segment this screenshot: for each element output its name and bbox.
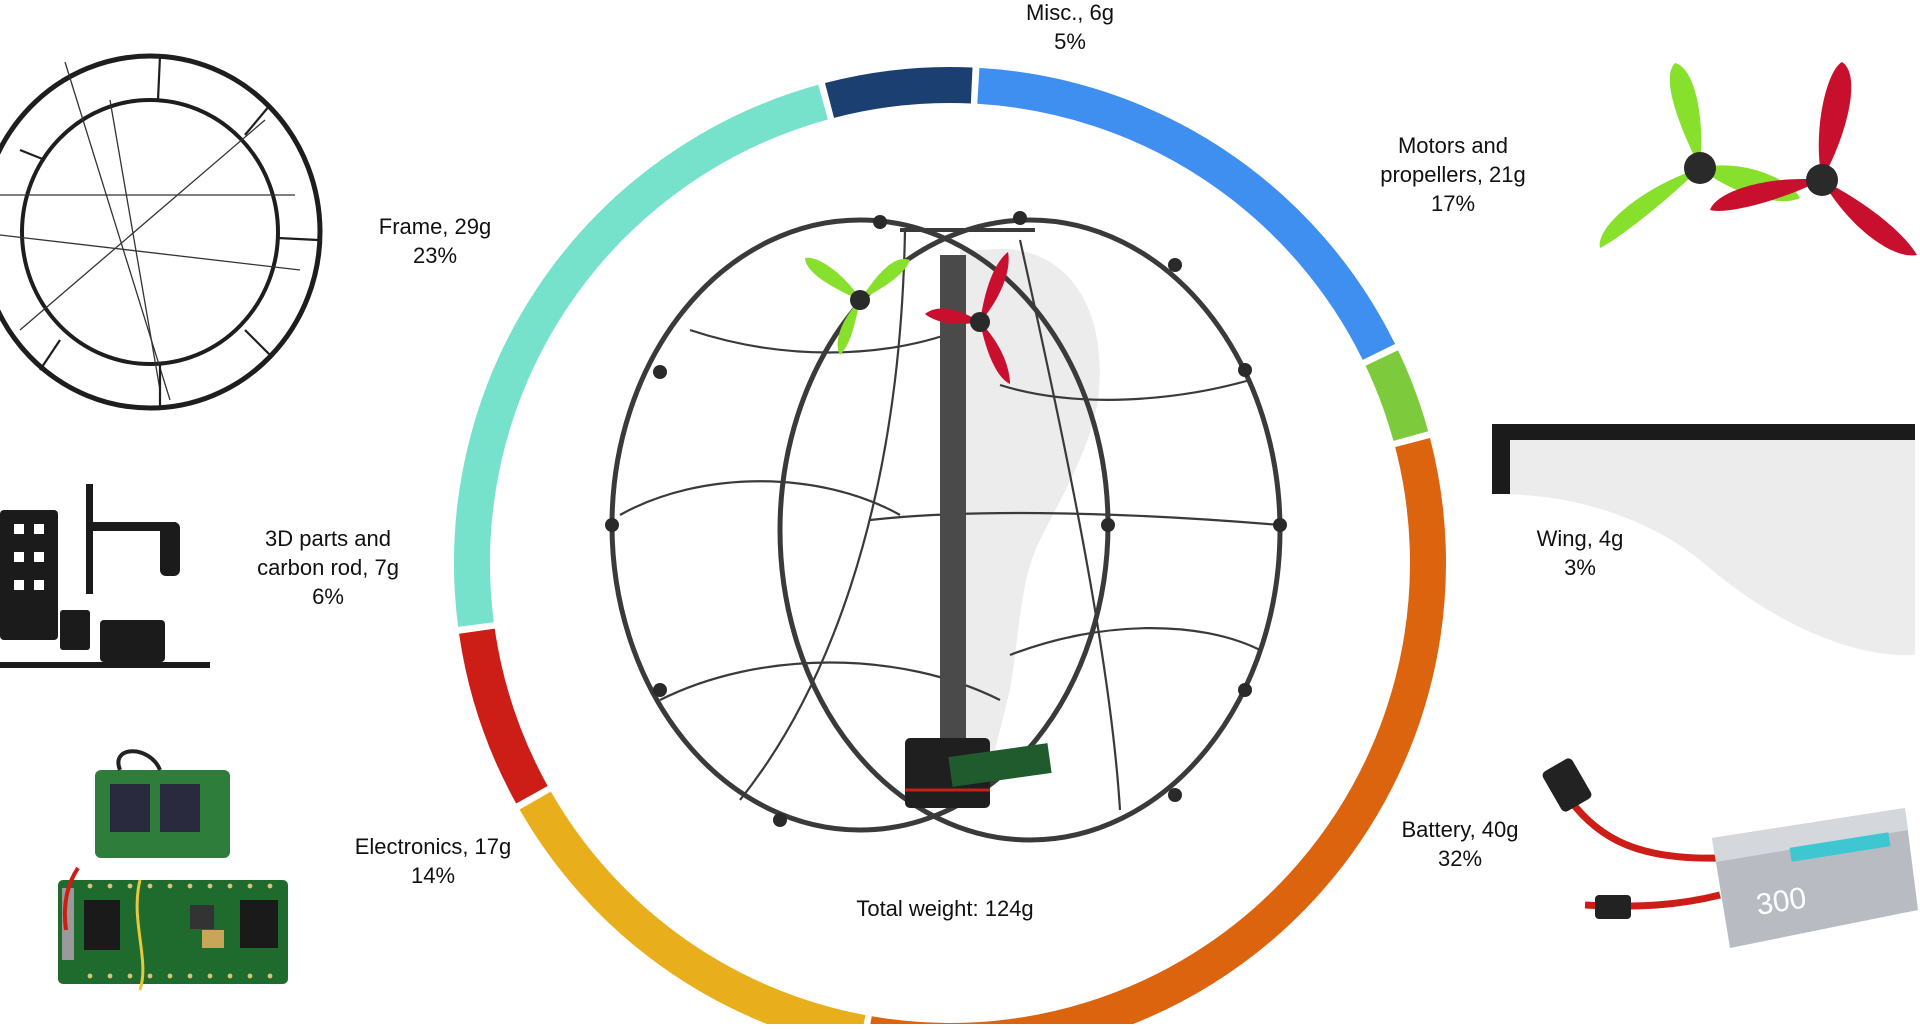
electronics-board-image bbox=[58, 749, 288, 991]
slice-percent: 3% bbox=[1564, 555, 1596, 580]
slice-percent: 6% bbox=[312, 584, 344, 609]
donut-slice-parts bbox=[459, 628, 548, 804]
slice-label-battery: Battery, 40g 32% bbox=[1330, 815, 1590, 873]
slice-percent: 32% bbox=[1437, 846, 1483, 871]
donut-slice-frame bbox=[454, 84, 828, 627]
frame-ring-image bbox=[0, 53, 323, 411]
slice-label-misc: Misc., 6g 5% bbox=[940, 0, 1200, 56]
wing-image bbox=[1492, 424, 1915, 656]
slice-label-frame: Frame, 29g 23% bbox=[305, 212, 565, 270]
slice-percent: 17% bbox=[1430, 191, 1476, 216]
slice-label-electronics: Electronics, 17g 14% bbox=[303, 832, 563, 890]
slice-label-text: Frame, 29g bbox=[378, 214, 492, 239]
slice-label-motors: Motors and propellers, 21g 17% bbox=[1323, 131, 1583, 218]
donut-slice-wing bbox=[1365, 350, 1429, 442]
printed-parts-image bbox=[0, 484, 210, 668]
donut-slice-battery bbox=[869, 437, 1446, 1029]
slice-label-text: 3D parts and bbox=[265, 526, 391, 551]
weight-donut-chart bbox=[454, 67, 1446, 1029]
slice-percent: 14% bbox=[410, 863, 456, 888]
slice-percent: 23% bbox=[412, 243, 458, 268]
total-weight-label: Total weight: 124g bbox=[856, 896, 1034, 921]
slice-label-parts: 3D parts and carbon rod, 7g 6% bbox=[198, 524, 458, 611]
slice-label-text: Battery, 40g bbox=[1401, 817, 1519, 842]
slice-label-text: Misc., 6g bbox=[1025, 0, 1115, 25]
donut-slice-electronics bbox=[519, 791, 866, 1029]
slice-label-text: Electronics, 17g bbox=[354, 834, 512, 859]
slice-label-text: propellers, 21g bbox=[1380, 162, 1526, 187]
slice-percent: 5% bbox=[1054, 29, 1086, 54]
slice-label-text: Wing, 4g bbox=[1536, 526, 1624, 551]
donut-slice-misc bbox=[824, 67, 973, 118]
battery-pack-image: 300 bbox=[1542, 758, 1918, 948]
propellers-image bbox=[1599, 62, 1917, 256]
drone-image bbox=[605, 211, 1287, 843]
donut-slice-motors bbox=[977, 67, 1396, 360]
slice-label-text: carbon rod, 7g bbox=[257, 555, 399, 580]
slice-label-text: Motors and bbox=[1397, 133, 1509, 158]
svg-text:300: 300 bbox=[1754, 881, 1809, 921]
slice-label-wing: Wing, 4g 3% bbox=[1450, 524, 1710, 582]
